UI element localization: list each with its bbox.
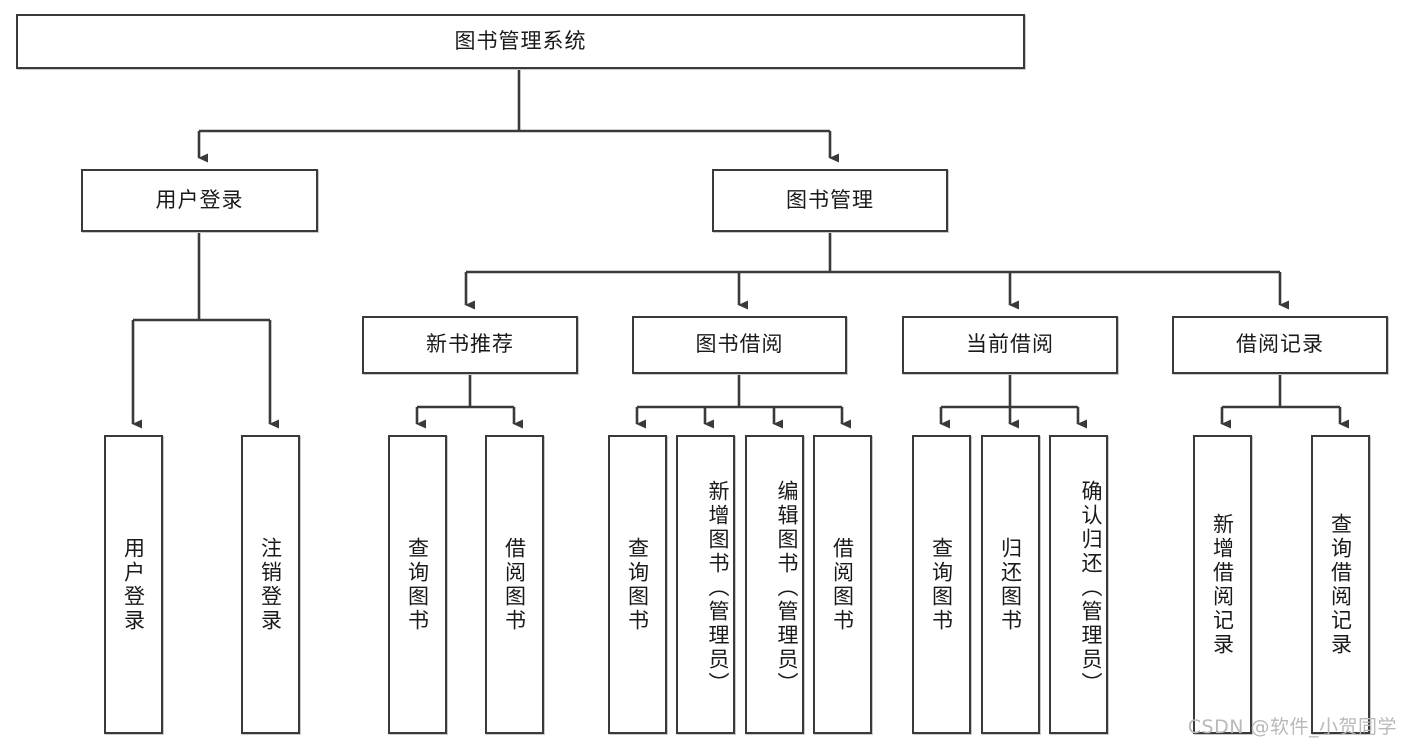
node-label: 用户登录 <box>121 536 146 633</box>
node-label: 图书借阅 <box>695 332 784 357</box>
leaf-add-borrow-record[interactable]: 新增借阅记录 <box>1193 435 1252 734</box>
node-label: 查询借阅记录 <box>1328 512 1353 657</box>
node-label: 查询图书 <box>625 536 650 633</box>
node-label: 借阅图书 <box>502 536 527 633</box>
node-label: 图书管理系统 <box>454 28 587 53</box>
node-label: 新书推荐 <box>426 332 514 357</box>
node-label: 借阅记录 <box>1236 332 1324 357</box>
node-root-book-management-system[interactable]: 图书管理系统 <box>16 14 1025 69</box>
node-label: 查询图书 <box>405 536 430 633</box>
node-label: 注销登录 <box>258 536 283 633</box>
node-borrow-record[interactable]: 借阅记录 <box>1172 316 1388 374</box>
leaf-add-book-admin[interactable]: 新增图书（管理员） <box>676 435 735 734</box>
leaf-borrow-book[interactable]: 借阅图书 <box>813 435 872 734</box>
leaf-return-book[interactable]: 归还图书 <box>981 435 1040 734</box>
leaf-query-borrow-record[interactable]: 查询借阅记录 <box>1311 435 1370 734</box>
node-label: 当前借阅 <box>966 332 1054 357</box>
leaf-query-book-current[interactable]: 查询图书 <box>912 435 971 734</box>
csdn-watermark: CSDN @软件_小贺同学 <box>1187 716 1397 738</box>
node-book-borrow[interactable]: 图书借阅 <box>632 316 847 374</box>
leaf-user-logout[interactable]: 注销登录 <box>241 435 300 734</box>
leaf-confirm-return-admin[interactable]: 确认归还（管理员） <box>1049 435 1108 734</box>
leaf-query-book-recommend[interactable]: 查询图书 <box>388 435 447 734</box>
node-label: 查询图书 <box>929 536 954 633</box>
node-label: 图书管理 <box>786 187 874 212</box>
node-new-book-recommend[interactable]: 新书推荐 <box>362 316 578 374</box>
node-label: 确认归还（管理员） <box>1079 479 1103 696</box>
node-book-management[interactable]: 图书管理 <box>712 169 948 232</box>
leaf-user-login[interactable]: 用户登录 <box>104 435 163 734</box>
leaf-edit-book-admin[interactable]: 编辑图书（管理员） <box>745 435 804 734</box>
node-label: 用户登录 <box>155 187 244 212</box>
node-user-login[interactable]: 用户登录 <box>81 169 318 232</box>
node-label: 新增借阅记录 <box>1210 512 1235 657</box>
leaf-borrow-book-recommend[interactable]: 借阅图书 <box>485 435 544 734</box>
node-label: 编辑图书（管理员） <box>775 479 799 696</box>
node-label: 借阅图书 <box>830 536 855 633</box>
node-label: 新增图书（管理员） <box>706 479 730 696</box>
leaf-query-book-borrow[interactable]: 查询图书 <box>608 435 667 734</box>
node-current-borrow[interactable]: 当前借阅 <box>902 316 1118 374</box>
node-label: 归还图书 <box>998 536 1023 633</box>
